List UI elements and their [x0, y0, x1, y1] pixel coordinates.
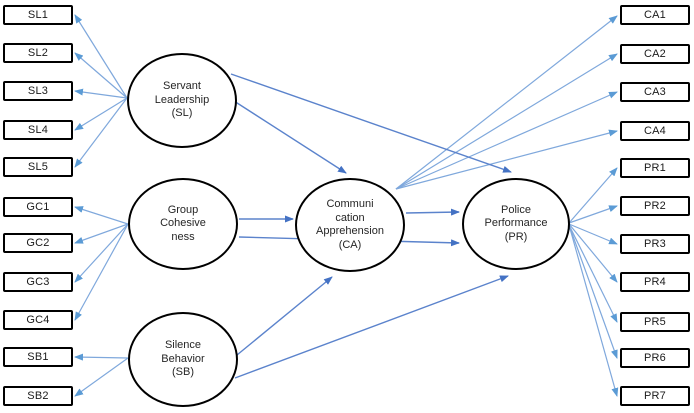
path-pr-to-pr6: [568, 224, 618, 359]
path-sl-to-sl5: [74, 97, 128, 168]
path-ca-to-pr: [405, 208, 460, 216]
latent-label-line: Communi: [326, 198, 374, 210]
latent-node-communication-apprehension: Communi cation Apprehension (CA): [295, 178, 405, 272]
latent-label-line: (SL): [171, 107, 193, 120]
path-sl-to-sl3: [74, 88, 128, 99]
path-pr-to-pr2: [568, 205, 618, 224]
path-pr-to-pr1: [568, 167, 618, 224]
path-sb-to-sb2: [74, 357, 129, 397]
path-sl-to-sl2: [74, 52, 128, 99]
indicator-box-gc2: GC2: [3, 233, 73, 253]
indicator-box-sb1: SB1: [3, 347, 73, 367]
indicator-box-gc1: GC1: [3, 197, 73, 217]
indicator-box-pr2: PR2: [620, 196, 690, 216]
path-sl-to-pr: [230, 73, 512, 173]
latent-label-line: ness: [171, 230, 195, 243]
latent-label-line: Police: [501, 203, 531, 216]
path-pr-to-pr3: [568, 223, 618, 245]
latent-node-group-cohesiveness: Group Cohesive ness: [128, 178, 238, 270]
indicator-box-sl2: SL2: [3, 43, 73, 63]
path-sb-to-sb1: [74, 353, 129, 361]
indicator-box-pr4: PR4: [620, 272, 690, 292]
latent-label-line: Apprehension: [316, 225, 384, 237]
path-gc-to-gc4: [74, 223, 129, 321]
latent-node-police-performance: Police Performance (PR): [462, 178, 570, 270]
indicator-box-ca2: CA2: [620, 44, 690, 64]
indicator-box-sb2: SB2: [3, 386, 73, 406]
indicator-box-sl4: SL4: [3, 120, 73, 140]
path-ca-to-ca3: [395, 91, 618, 190]
path-ca-to-ca4: [395, 129, 618, 190]
latent-node-servant-leadership: Servant Leadership (SL): [127, 53, 237, 148]
indicator-box-sl3: SL3: [3, 81, 73, 101]
latent-label-line: Group: [167, 203, 199, 216]
indicator-box-pr5: PR5: [620, 312, 690, 332]
path-gc-to-gc1: [74, 206, 129, 225]
indicator-box-ca1: CA1: [620, 5, 690, 25]
path-pr-to-pr4: [568, 223, 618, 283]
indicator-box-ca4: CA4: [620, 121, 690, 141]
latent-label-line: Leadership: [154, 93, 210, 106]
path-ca-to-ca1: [395, 15, 618, 190]
latent-label-line: Behavior: [161, 352, 205, 365]
latent-label-line: Silence: [164, 339, 202, 352]
path-gc-to-gc3: [74, 223, 129, 283]
indicator-box-gc3: GC3: [3, 272, 73, 292]
indicator-box-ca3: CA3: [620, 82, 690, 102]
indicator-box-pr6: PR6: [620, 348, 690, 368]
indicator-box-sl1: SL1: [3, 5, 73, 25]
latent-label-line: (PR): [504, 230, 528, 243]
path-pr-to-pr5: [568, 224, 618, 323]
indicator-box-pr1: PR1: [620, 158, 690, 178]
path-sl-to-ca: [233, 100, 347, 174]
indicator-box-pr3: PR3: [620, 234, 690, 254]
indicator-box-pr7: PR7: [620, 386, 690, 406]
path-gc-to-gc2: [74, 223, 129, 244]
indicator-box-gc4: GC4: [3, 310, 73, 330]
latent-label-line: Servant: [163, 80, 201, 93]
latent-label-line: cation: [335, 211, 365, 224]
path-sl-to-sl1: [74, 14, 128, 99]
path-pr-to-pr7: [568, 224, 619, 397]
latent-label-line: (CA): [338, 238, 362, 251]
path-ca-to-ca2: [395, 53, 618, 190]
latent-label-line: (SB): [172, 366, 194, 379]
latent-node-silence-behavior: Silence Behavior (SB): [128, 312, 238, 407]
path-sl-to-sl4: [74, 97, 128, 131]
indicator-box-sl5: SL5: [3, 157, 73, 177]
latent-label-line: Cohesive: [160, 217, 206, 230]
path-sb-to-ca: [236, 276, 333, 356]
latent-label-line: Performance: [484, 217, 548, 230]
path-sb-to-pr: [234, 275, 509, 379]
